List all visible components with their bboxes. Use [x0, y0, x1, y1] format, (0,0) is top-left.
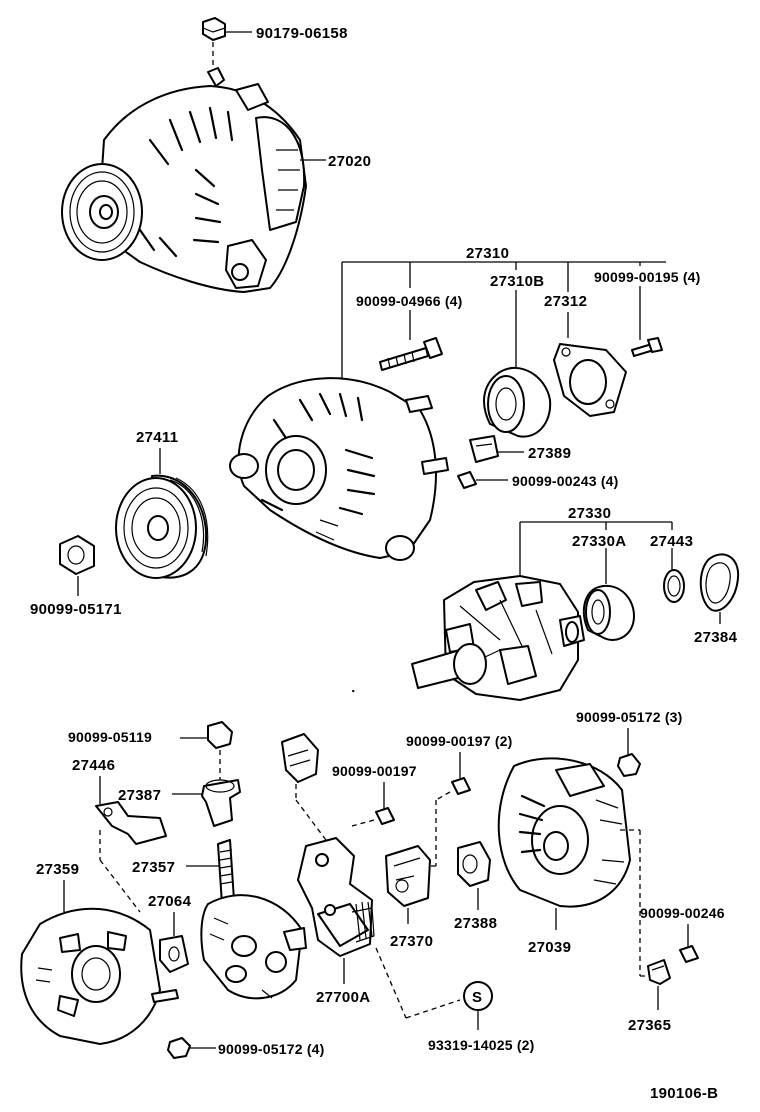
label-screw-00195: 90099-00195 (4) [594, 269, 701, 285]
drive-frame-27039 [497, 757, 631, 908]
label-rotor-assy: 27330 [568, 505, 611, 522]
cap-connector [281, 733, 319, 783]
label-alternator: 27020 [328, 153, 371, 170]
label-nut-05172-qty4: 90099-05172 (4) [218, 1041, 325, 1057]
label-retainer-27389: 27389 [528, 445, 571, 462]
nut-05172-bottom [167, 1037, 191, 1059]
frame-27310 [229, 377, 449, 561]
nut-05171 [59, 535, 95, 575]
label-screw-00246: 90099-00246 [640, 905, 725, 921]
nut-05172-top [617, 753, 641, 777]
rectifier-27357 [200, 839, 307, 1000]
label-frame-assy: 27310 [466, 245, 509, 262]
rear-cover-27359 [20, 907, 179, 1045]
label-screw-00197: 90099-00197 [332, 763, 417, 779]
label-gasket-27064: 27064 [148, 893, 192, 910]
terminal-27365 [647, 959, 671, 985]
insulator-93319: S [463, 981, 493, 1011]
label-brush-holder-27370: 27370 [390, 933, 433, 950]
label-plate-27312: 27312 [544, 293, 587, 310]
label-nut-05119: 90099-05119 [68, 729, 152, 745]
label-screw-00197-qty: 90099-00197 (2) [406, 733, 513, 749]
retainer-27389 [469, 435, 499, 463]
label-drive-frame-27039: 27039 [528, 939, 571, 956]
insulator-27387 [201, 779, 241, 827]
brush-holder-27370 [385, 845, 431, 907]
cover-27384 [699, 553, 740, 612]
label-rectifier-27357: 27357 [132, 859, 175, 876]
label-cover-27384: 27384 [694, 629, 738, 646]
screw-00195 [631, 337, 663, 357]
washer-27443 [663, 569, 685, 603]
stud-bolt-04966 [379, 337, 443, 371]
label-brush-cover-27388: 27388 [454, 915, 497, 932]
terminal-27446 [95, 801, 167, 845]
brush-cover-27388 [457, 841, 491, 887]
label-rear-cover-27359: 27359 [36, 861, 79, 878]
label-nut-05172-qty3: 90099-05172 (3) [576, 709, 683, 725]
label-terminal-27446: 27446 [72, 757, 115, 774]
screw-00197-single [375, 807, 395, 825]
label-terminal-27365: 27365 [628, 1017, 671, 1034]
label-bearing-27330a: 27330A [572, 533, 626, 550]
regulator-27700a [297, 837, 375, 957]
rotor-bracket-lines [519, 521, 673, 584]
top-bolt [202, 17, 226, 41]
diagram-code: 190106-B [650, 1085, 718, 1102]
screw-00243 [457, 471, 477, 489]
label-insulator-93319: 93319-14025 (2) [428, 1037, 535, 1053]
s-mark: S [472, 989, 482, 1006]
screw-00197-pair [451, 777, 471, 795]
bearing-27310b [483, 366, 552, 438]
gasket-27064 [159, 935, 189, 973]
label-bearing-27310b: 27310B [490, 273, 544, 290]
rotor-27330 [411, 575, 585, 701]
label-screw-00243: 90099-00243 (4) [512, 473, 619, 489]
pulley-27411 [115, 474, 209, 579]
label-pulley: 27411 [136, 429, 178, 446]
frame-bracket-lines [341, 261, 666, 378]
nut-05119 [207, 721, 233, 749]
label-washer-27443: 27443 [650, 533, 693, 550]
svg-text:˙: ˙ [352, 690, 355, 701]
bearing-27330a [582, 585, 635, 641]
label-regulator-27700a: 27700A [316, 989, 370, 1006]
label-bolt-top: 90179-06158 [256, 25, 348, 42]
label-nut-05171: 90099-05171 [30, 601, 122, 618]
label-insulator-27387: 27387 [118, 787, 161, 804]
screw-00246 [679, 945, 699, 963]
label-bolt-04966: 90099-04966 (4) [356, 293, 463, 309]
alternator-assembly [61, 67, 307, 293]
plate-27312 [553, 343, 627, 417]
